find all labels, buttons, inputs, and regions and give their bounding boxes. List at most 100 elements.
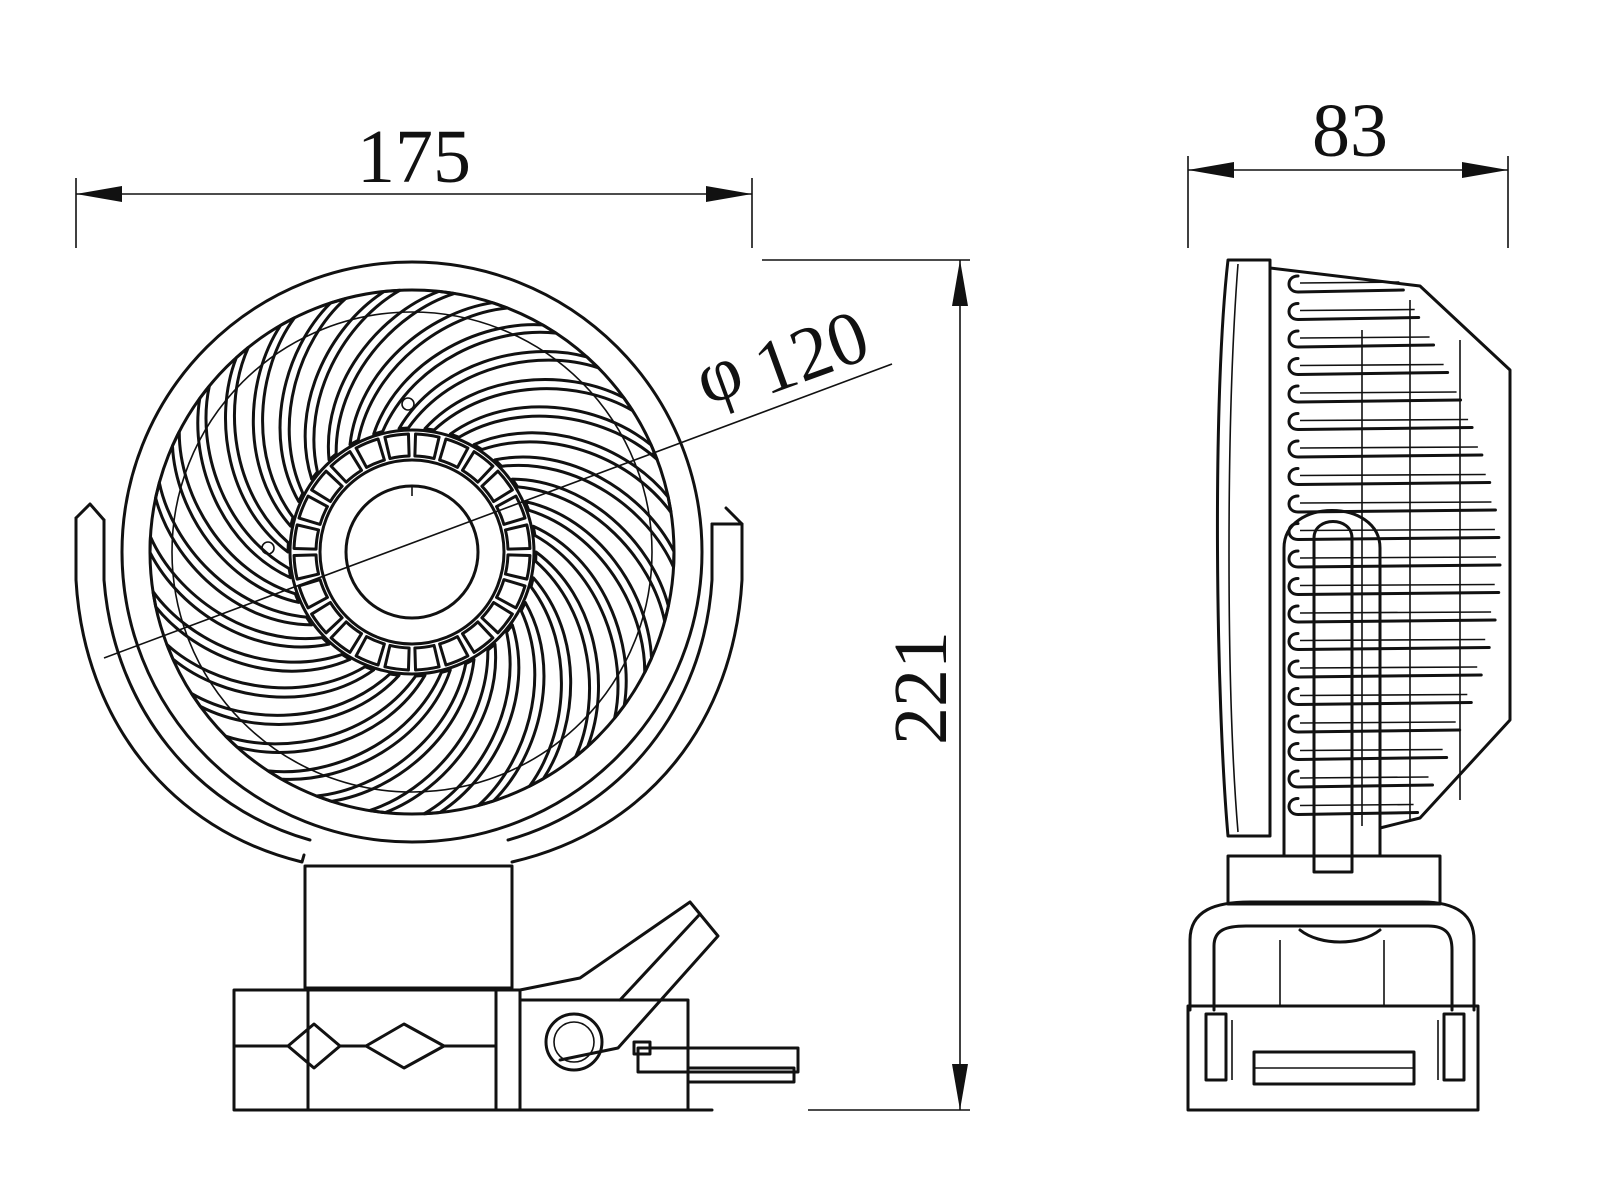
side-fin-inner [1299, 721, 1456, 724]
side-fin [1287, 714, 1462, 734]
hub-cell [480, 469, 514, 504]
side-fin-inner [1299, 583, 1495, 587]
side-fin [1287, 742, 1449, 761]
grille-spokes [148, 288, 676, 816]
hub-cell [438, 635, 470, 667]
depth-label: 83 [1312, 89, 1388, 173]
stand-yoke [74, 502, 744, 864]
side-fin [1287, 302, 1421, 321]
side-fin-inner [1299, 748, 1443, 752]
hub-cell [480, 600, 514, 635]
side-base [1186, 854, 1480, 1112]
grille-spoke [493, 455, 676, 569]
side-fin [1287, 769, 1434, 789]
diameter-symbol: φ [683, 328, 753, 422]
grille-spoke [372, 323, 558, 436]
hub-inner-ring [318, 458, 506, 646]
fan-head [120, 260, 704, 844]
side-fin [1287, 659, 1483, 679]
side-fin-inner [1299, 281, 1400, 284]
grille-spoke [397, 350, 600, 431]
hub-cell [495, 494, 527, 526]
grille-spoke [422, 623, 521, 816]
side-fin [1287, 687, 1473, 706]
hub-cell [297, 578, 329, 610]
front-view: 175 221 φ 120 [74, 115, 970, 1112]
side-fin [1287, 797, 1420, 816]
side-fin-inner [1299, 528, 1495, 532]
height-label: 221 [879, 631, 963, 745]
dimension-depth: 83 [1187, 89, 1509, 248]
neck [303, 864, 514, 990]
side-fin [1287, 274, 1405, 294]
side-fin-inner [1299, 391, 1457, 394]
side-fin [1287, 357, 1450, 376]
hub-cell [292, 553, 321, 581]
hub-cell [438, 437, 470, 469]
side-fin-inner [1299, 776, 1429, 779]
side-fin-inner [1299, 336, 1430, 339]
side-fin [1287, 577, 1501, 596]
screw-top [401, 397, 415, 411]
grille-spoke [251, 316, 296, 528]
hub-cell [503, 553, 532, 581]
grille-spoke [348, 301, 509, 447]
grille-spoke [510, 477, 670, 623]
side-fin-inner [1299, 611, 1492, 614]
side-fin [1287, 632, 1491, 651]
side-fin [1287, 604, 1497, 624]
side-fin [1287, 412, 1474, 431]
grille-spoke [224, 345, 290, 554]
hub-cell [503, 523, 532, 551]
screw-left [261, 541, 275, 555]
side-fin-inner [1299, 666, 1478, 669]
grille-spoke [266, 668, 452, 781]
grille-spoke [367, 642, 498, 815]
grille-spoke [423, 378, 635, 432]
clip-lever [518, 900, 720, 1072]
side-fin-inner [1299, 693, 1468, 697]
dimension-diameter: φ 120 [103, 294, 893, 659]
side-fin-inner [1299, 501, 1492, 504]
grille-spoke [528, 576, 573, 788]
hub-cells [292, 432, 532, 672]
grille-spoke [326, 289, 457, 462]
hub-cell [460, 450, 495, 484]
fan-blade-ring [171, 311, 653, 793]
side-yoke-arm [1282, 509, 1382, 874]
grille-spoke [472, 431, 673, 515]
side-fin [1287, 439, 1484, 459]
hub-center [344, 484, 480, 620]
hub-cell [413, 643, 441, 672]
grille-spoke [531, 524, 628, 720]
side-fin [1287, 494, 1497, 514]
grille-spoke [303, 288, 402, 481]
side-grille-fins [1287, 274, 1502, 816]
grille-spoke [278, 297, 348, 504]
hub-cell [354, 635, 386, 667]
grille-spoke [154, 481, 314, 627]
side-fin [1287, 329, 1436, 349]
hub-cell [292, 523, 321, 551]
grille-spoke [534, 550, 600, 759]
grille-spoke [148, 535, 331, 649]
grille-spoke [523, 500, 654, 674]
width-label: 175 [357, 115, 471, 199]
grille-spoke [315, 657, 476, 803]
grille-spoke [170, 430, 301, 604]
side-fin-inner [1299, 363, 1444, 367]
side-fin-inner [1299, 638, 1486, 642]
side-fin-inner [1299, 803, 1414, 807]
clip-base [232, 988, 800, 1112]
side-fin [1287, 467, 1492, 486]
grille-spoke [476, 600, 546, 807]
hub-cell [329, 620, 364, 654]
hub-cell [310, 469, 344, 504]
hub-cell [495, 578, 527, 610]
side-fin-inner [1299, 556, 1497, 559]
side-fin-inner [1299, 308, 1415, 312]
hub-cell [310, 600, 344, 635]
side-fin-inner [1299, 473, 1486, 477]
hub-cell [460, 620, 495, 654]
